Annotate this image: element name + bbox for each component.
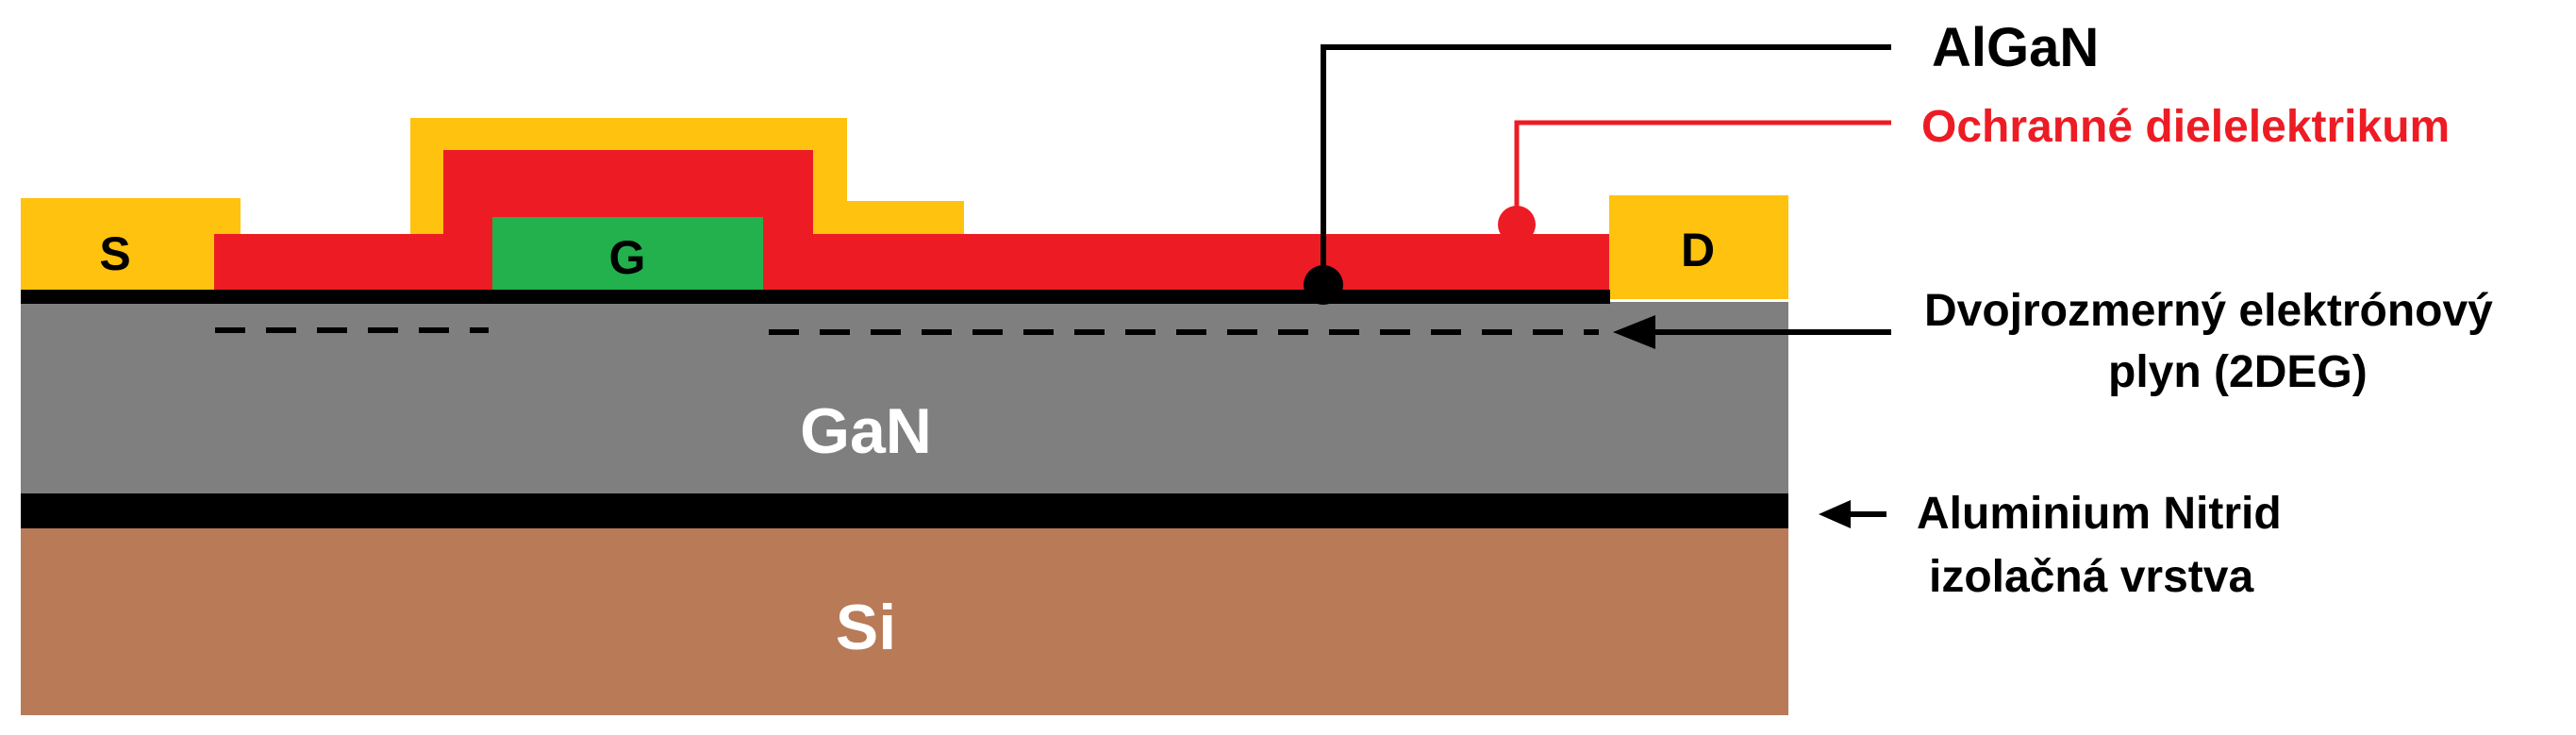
twodeg-arrowhead [1613, 315, 1655, 349]
drain-label: D [1681, 224, 1715, 276]
dielectric-callout-line [1514, 120, 1891, 220]
aln-callout-label-line1: Aluminium Nitrid [1917, 489, 2282, 539]
drain-contact [1609, 195, 1788, 299]
si-substrate-layer [21, 526, 1788, 715]
twodeg-callout-label-line1: Dvojrozmerný elektrónový [1924, 286, 2493, 336]
dielectric-callout-label: Ochranné dielelektrikum [1921, 102, 2450, 152]
algan-callout-dot [1304, 265, 1343, 305]
dielectric-callout-dot [1498, 206, 1536, 243]
gate-contact [492, 217, 763, 292]
gate-label: G [609, 231, 646, 284]
twodeg-callout-label-line2: plyn (2DEG) [2108, 347, 2368, 397]
source-label: S [99, 227, 130, 280]
aln-arrowhead [1819, 500, 1851, 528]
algan-layer [21, 290, 1610, 304]
aln-isolation-layer [21, 493, 1788, 528]
gan-label: GaN [800, 395, 932, 467]
aln-callout-label-line2: izolačná vrstva [1929, 552, 2253, 602]
si-label: Si [836, 592, 896, 663]
algan-callout-label: AlGaN [1932, 17, 2099, 78]
algan-callout-line [1321, 44, 1891, 285]
source-contact [21, 198, 241, 291]
